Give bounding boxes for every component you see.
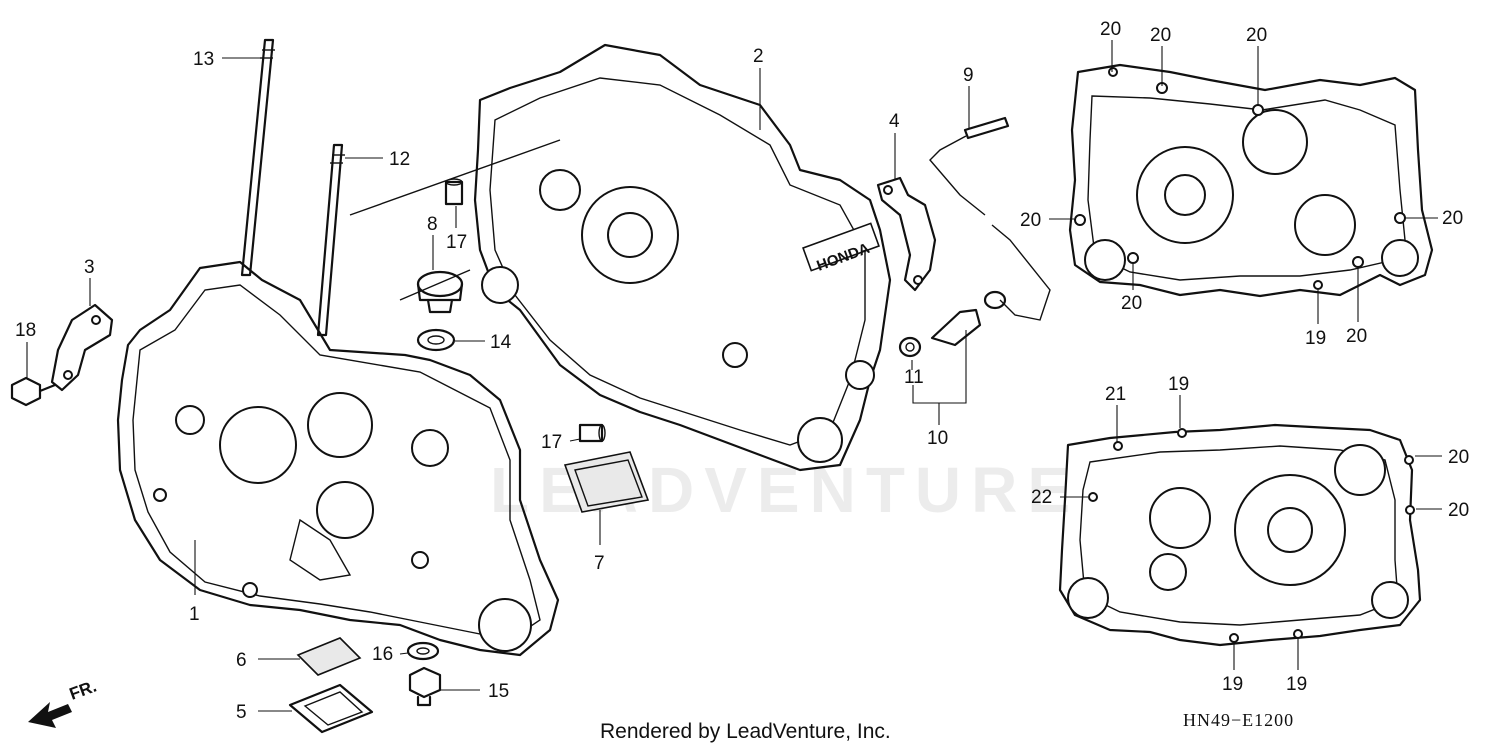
footer-credit: Rendered by LeadVenture, Inc. xyxy=(600,720,891,743)
callout-20-g1a[interactable]: 20 xyxy=(1100,19,1121,40)
callout-17-lower[interactable]: 17 xyxy=(541,432,562,453)
callout-10[interactable]: 10 xyxy=(927,428,948,449)
callout-17-upper[interactable]: 17 xyxy=(446,232,467,253)
bracket-part-3[interactable] xyxy=(50,303,114,392)
drain-bolt-part-15[interactable] xyxy=(408,666,442,707)
oil-strainer-part-6[interactable] xyxy=(296,637,362,676)
dowel-pin-part-17-lower[interactable] xyxy=(578,423,606,443)
callout-20-g1f[interactable]: 20 xyxy=(1121,293,1142,314)
sensor-part-9[interactable] xyxy=(929,116,1010,216)
callout-12[interactable]: 12 xyxy=(389,149,410,170)
callout-3[interactable]: 3 xyxy=(84,257,95,278)
gasket-upper[interactable] xyxy=(1068,63,1434,298)
o-ring-part-11[interactable] xyxy=(898,336,922,358)
callout-20-g1e[interactable]: 20 xyxy=(1442,208,1463,229)
callout-20-g2a[interactable]: 20 xyxy=(1448,447,1469,468)
bolt-part-18[interactable] xyxy=(10,376,57,407)
left-crankcase-half[interactable] xyxy=(116,260,560,657)
callout-5[interactable]: 5 xyxy=(236,702,247,723)
callout-1[interactable]: 1 xyxy=(189,604,200,625)
callout-19-g2b[interactable]: 19 xyxy=(1222,674,1243,695)
dowel-pin-part-17-upper[interactable] xyxy=(444,178,464,206)
diagram-code: HN49−E1200 xyxy=(1183,710,1294,730)
callout-7[interactable]: 7 xyxy=(594,553,605,574)
oil-screen-part-7[interactable] xyxy=(563,451,650,513)
callout-20-g1b[interactable]: 20 xyxy=(1150,25,1171,46)
callout-19-g2a[interactable]: 19 xyxy=(1168,374,1189,395)
callout-20-g1c[interactable]: 20 xyxy=(1246,25,1267,46)
callout-6[interactable]: 6 xyxy=(236,650,247,671)
cover-part-5[interactable] xyxy=(288,683,374,734)
callout-20-g2b[interactable]: 20 xyxy=(1448,500,1469,521)
callout-9[interactable]: 9 xyxy=(963,65,974,86)
callout-labels: 13 12 3 18 8 17 14 17 7 1 6 16 15 5 2 4 … xyxy=(15,19,1469,723)
gasket-lower[interactable] xyxy=(1058,423,1422,647)
callout-18[interactable]: 18 xyxy=(15,320,36,341)
callout-16[interactable]: 16 xyxy=(372,644,393,665)
washer-part-14[interactable] xyxy=(416,328,456,352)
callout-14[interactable]: 14 xyxy=(490,332,512,353)
cable-bracket-part-4[interactable] xyxy=(876,176,937,292)
callout-11[interactable]: 11 xyxy=(904,367,924,388)
oil-filler-plug-part-8[interactable] xyxy=(416,270,464,314)
washer-part-16[interactable] xyxy=(406,641,440,661)
callout-15[interactable]: 15 xyxy=(488,681,509,702)
front-direction-arrow: FR. xyxy=(28,677,99,728)
stud-bolt-part-13[interactable] xyxy=(240,38,275,277)
stud-bolt-part-12[interactable] xyxy=(316,143,345,337)
callout-4[interactable]: 4 xyxy=(889,111,900,132)
leader-lines xyxy=(26,40,1442,712)
callout-22[interactable]: 22 xyxy=(1031,487,1052,508)
callout-2[interactable]: 2 xyxy=(753,46,764,67)
callout-19-g2c[interactable]: 19 xyxy=(1286,674,1307,695)
right-crankcase-half[interactable]: HONDA xyxy=(473,43,892,472)
callout-8[interactable]: 8 xyxy=(427,214,438,235)
callout-13[interactable]: 13 xyxy=(193,49,214,70)
callout-21[interactable]: 21 xyxy=(1105,384,1126,405)
direction-label: FR. xyxy=(67,677,99,704)
switch-assembly-part-10[interactable] xyxy=(930,224,1051,347)
callout-20-g1d[interactable]: 20 xyxy=(1020,210,1041,231)
callout-19-g1[interactable]: 19 xyxy=(1305,328,1326,349)
callout-20-g1g[interactable]: 20 xyxy=(1346,326,1367,347)
